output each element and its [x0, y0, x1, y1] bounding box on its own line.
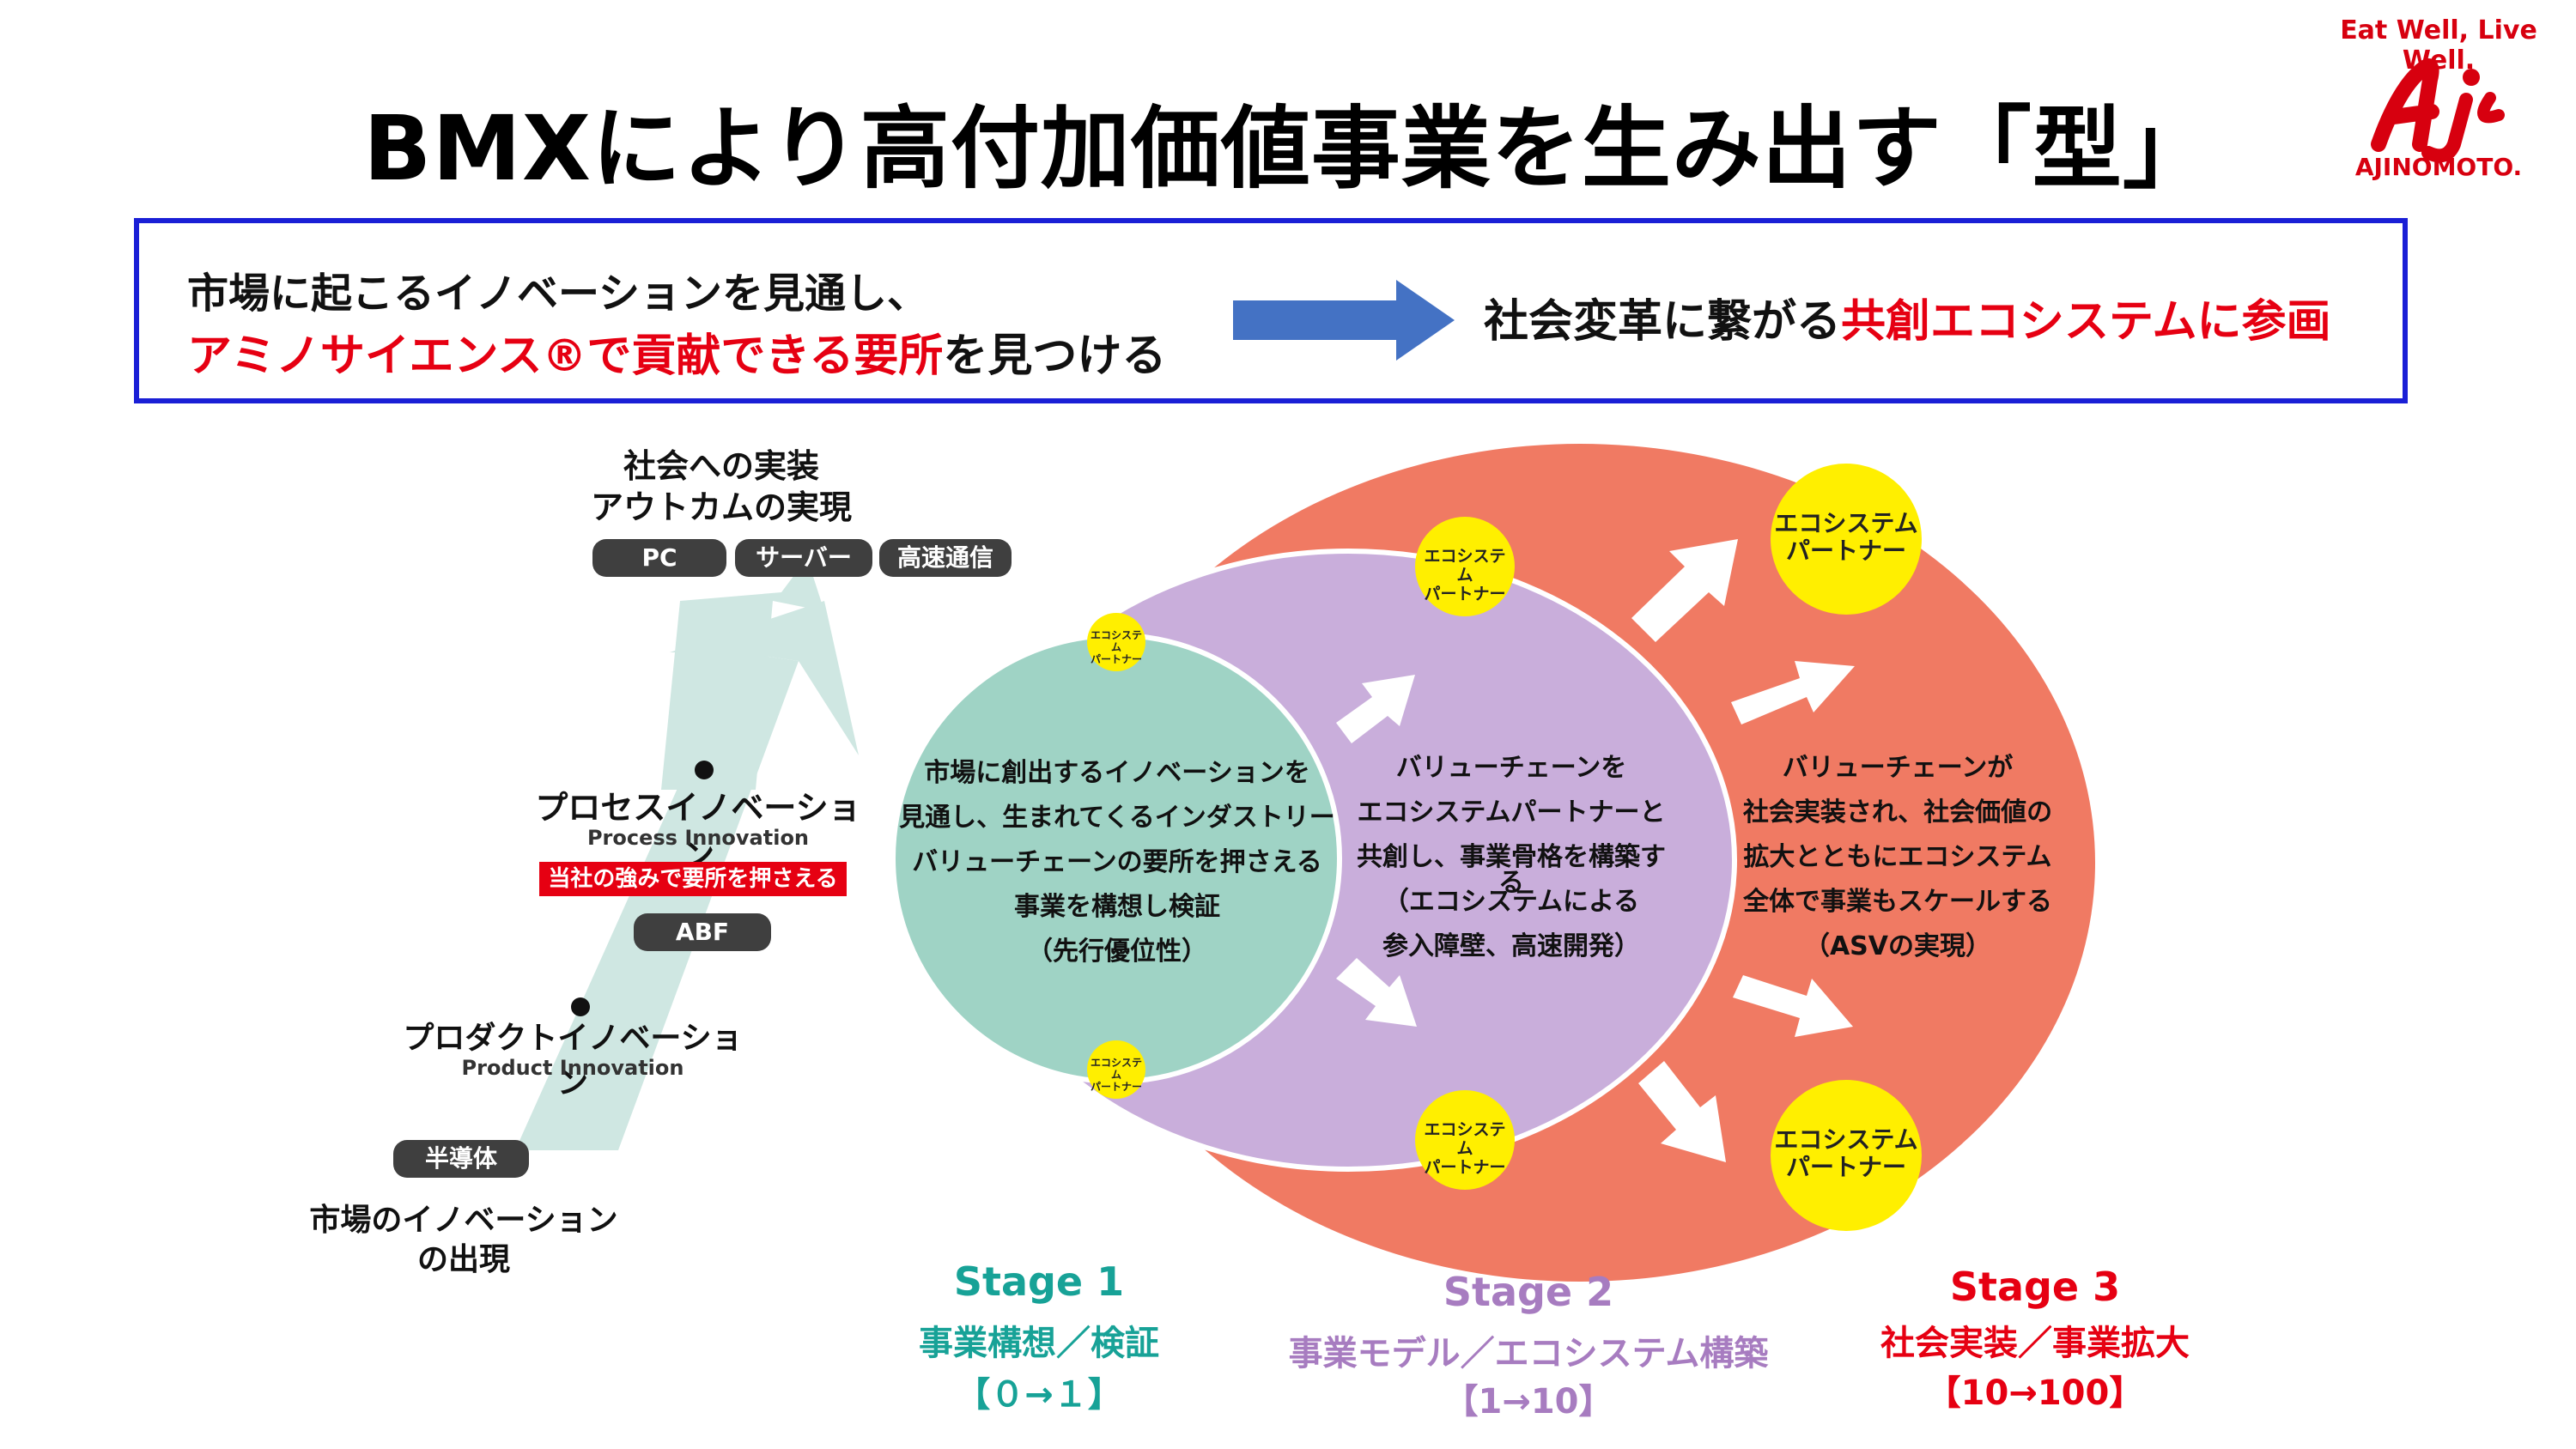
stage2-subtitle: 事業モデル／エコシステム構築 — [1288, 1334, 1769, 1373]
process-innovation-jp: プロセスイノベーション — [535, 789, 861, 874]
stage2-range: 【1→10】 — [1443, 1382, 1613, 1422]
banner-right-lead: 社会変革に繋がる — [1484, 296, 1842, 348]
pill-semiconductor: 半導体 — [393, 1140, 529, 1178]
eco-partner-badge — [1771, 1080, 1922, 1231]
summary-banner — [134, 218, 2408, 403]
impl-line1: 社会への実装 — [623, 447, 819, 485]
eco-partner-badge — [1415, 1090, 1515, 1190]
pill-pc: PC — [592, 539, 726, 577]
stage2-desc: （エコシステムによる — [1382, 887, 1640, 917]
stage2-desc: バリューチェーンを — [1395, 753, 1627, 783]
product-dot — [571, 997, 590, 1016]
product-innovation-jp: プロダクトイノベーション — [403, 1021, 743, 1100]
eco-partner-badge — [1415, 517, 1515, 616]
arrow-down-right-icon — [1638, 1061, 1726, 1162]
eco-partner-badge — [1087, 1040, 1145, 1099]
arrow-up-right-icon — [1336, 675, 1415, 743]
stage1-desc: バリューチェーンの要所を押さえる — [912, 847, 1322, 877]
stage1-range: 【０→１】 — [956, 1375, 1122, 1415]
pill-highspeed: 高速通信 — [879, 539, 1012, 577]
stage3-desc: （ASVの実現） — [1803, 931, 1992, 961]
stage2-desc: エコシステムパートナーと — [1357, 797, 1666, 828]
market-line1: 市場のイノベーション — [309, 1203, 618, 1238]
growth-arrow-head — [670, 601, 859, 755]
stage1-desc: 見通し、生まれてくるインダストリー — [899, 803, 1335, 833]
stage3-desc: 全体で事業もスケールする — [1743, 887, 2052, 917]
stage2-desc: 参入障壁、高速開発） — [1382, 931, 1640, 961]
eco-partner-label: エコシステムパートナー — [1090, 1057, 1142, 1093]
banner-left-highlight: アミノサイエンス®で貢献できる要所 — [187, 330, 944, 382]
banner-right-highlight: 共創エコシステムに参画 — [1841, 296, 2331, 348]
banner-left-line2: アミノサイエンス®で貢献できる要所を見つける — [187, 319, 1166, 384]
market-line2: の出現 — [416, 1242, 510, 1277]
arrow-down-right-icon — [1336, 958, 1417, 1027]
stage1-desc: 市場に創出するイノベーションを — [924, 758, 1310, 788]
banner-left-tail: を見つける — [943, 330, 1167, 382]
product-innovation-en: Product Innovation — [461, 1056, 684, 1080]
logo-name: AJINOMOTO. — [2354, 153, 2523, 181]
logo-tagline: Eat Well, Live Well. — [2340, 15, 2537, 76]
stage1-desc: 事業を構想し検証 — [1014, 892, 1220, 922]
stage2-desc: 共創し、事業骨格を構築する — [1357, 842, 1666, 898]
arrow-right-icon — [1731, 661, 1855, 724]
stage3-desc: バリューチェーンが — [1782, 753, 2014, 783]
arrow-up-right-icon — [1631, 539, 1738, 642]
eco-partner-label: エコシステムパートナー — [1090, 629, 1142, 665]
page-title: BMXにより高付加価値事業を生み出す「型」 — [363, 96, 2213, 201]
process-highlight: 当社の強みで要所を押さえる — [539, 862, 847, 896]
banner-left-line1: 市場に起こるイノベーションを見通し、 — [187, 270, 929, 318]
stage3-desc: 社会実装され、社会価値の — [1742, 797, 2053, 828]
stage3-title: Stage 3 — [1949, 1264, 2121, 1310]
stage3-subtitle: 社会実装／事業拡大 — [1880, 1324, 2190, 1363]
stage1-title: Stage 1 — [953, 1258, 1125, 1305]
process-innovation-en: Process Innovation — [586, 826, 810, 850]
white-arrows-s1 — [1336, 675, 1417, 1027]
process-dot — [695, 761, 714, 779]
eco-partner-label: エコシステムパートナー — [1774, 509, 1918, 566]
eco-partner-label: エコシステムパートナー — [1424, 547, 1506, 603]
arrow-right-icon — [1733, 975, 1853, 1037]
stage1-desc: （先行優位性） — [1027, 937, 1207, 967]
stage3-desc: 拡大とともにエコシステム — [1743, 842, 2052, 872]
eco-partner-label: エコシステムパートナー — [1424, 1120, 1506, 1177]
banner-right-text: 社会変革に繋がる共創エコシステムに参画 — [1484, 285, 2330, 349]
stage3-range: 【10→100】 — [1926, 1373, 2144, 1413]
pill-server: サーバー — [735, 539, 872, 577]
stage2-title: Stage 2 — [1443, 1269, 1614, 1315]
aji-mark-icon — [2371, 58, 2505, 163]
eco-partner-badge — [1087, 613, 1145, 671]
eco-partner-badge — [1771, 464, 1922, 615]
arrow-right-icon — [1233, 280, 1455, 361]
stage1-subtitle: 事業構想／検証 — [919, 1324, 1159, 1363]
growth-arrow-shaft — [515, 652, 799, 1150]
ajinomoto-logo: Eat Well, Live Well. AJINOMOTO. — [2318, 15, 2559, 181]
eco-partner-label: エコシステムパートナー — [1774, 1125, 1918, 1182]
impl-line2: アウトカムの実現 — [590, 488, 852, 526]
pill-abf: ABF — [634, 913, 771, 951]
